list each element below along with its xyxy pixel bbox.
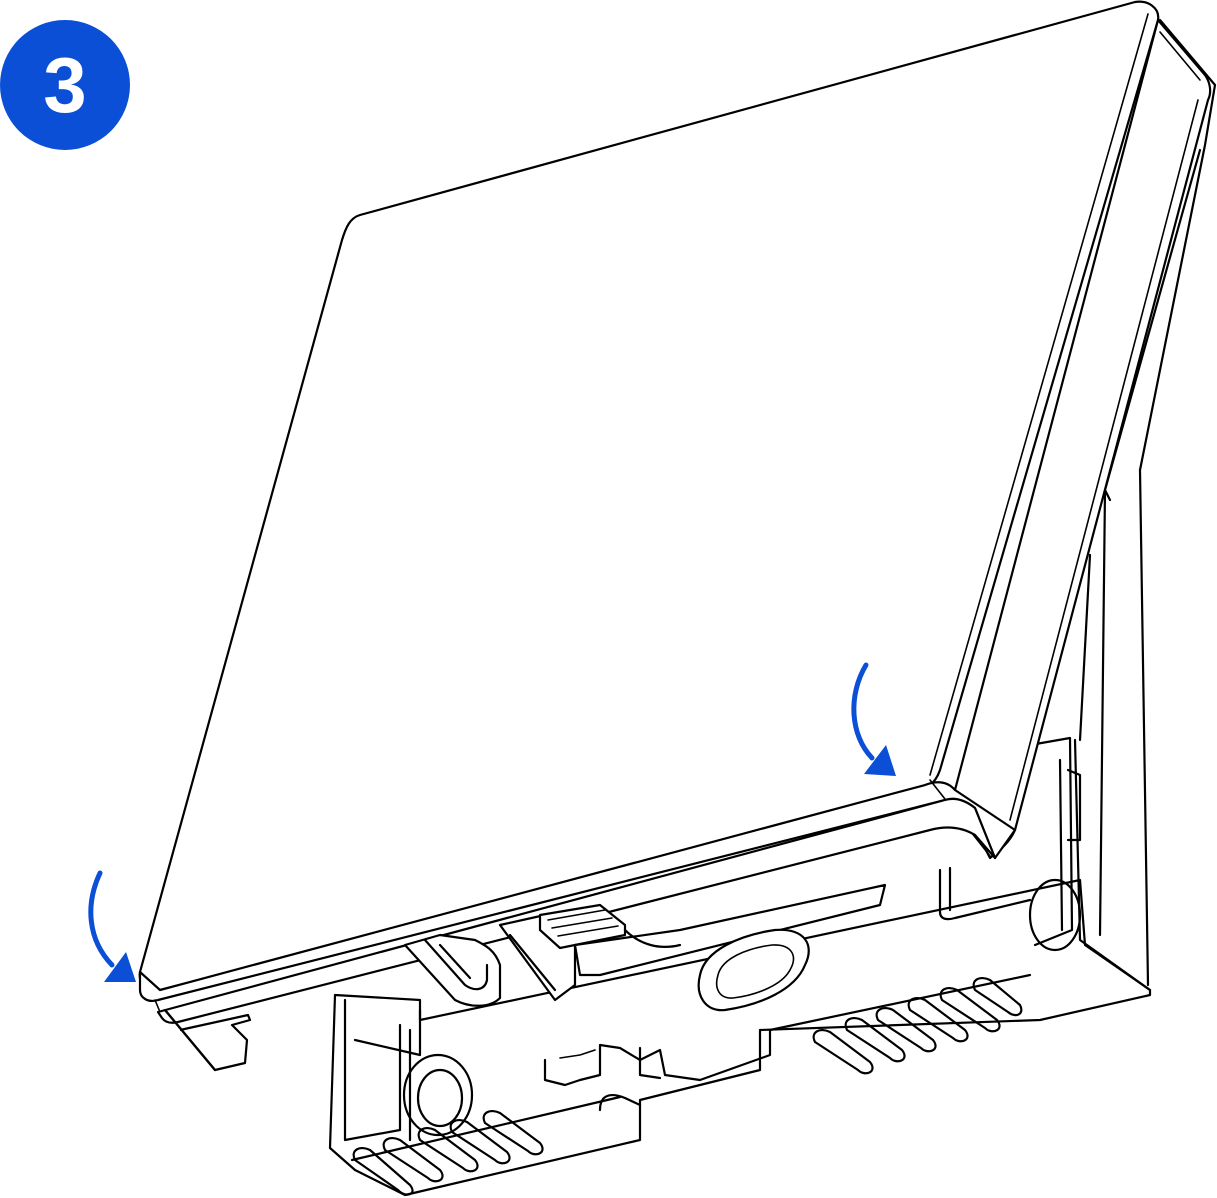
step-number-badge: 3 <box>0 20 130 150</box>
vent-slots-right <box>812 976 1023 1075</box>
connector-block <box>538 903 627 950</box>
release-tab <box>697 928 810 1012</box>
cover-clips <box>163 883 887 1072</box>
step-number-label: 3 <box>43 41 87 129</box>
vent-slots-left <box>352 1109 544 1196</box>
base-post-left <box>402 1053 474 1137</box>
arrow-right-corner <box>851 662 896 776</box>
cover-plate <box>138 0 1212 1024</box>
arrow-left-corner <box>88 870 136 982</box>
mounting-base <box>328 736 1152 1197</box>
